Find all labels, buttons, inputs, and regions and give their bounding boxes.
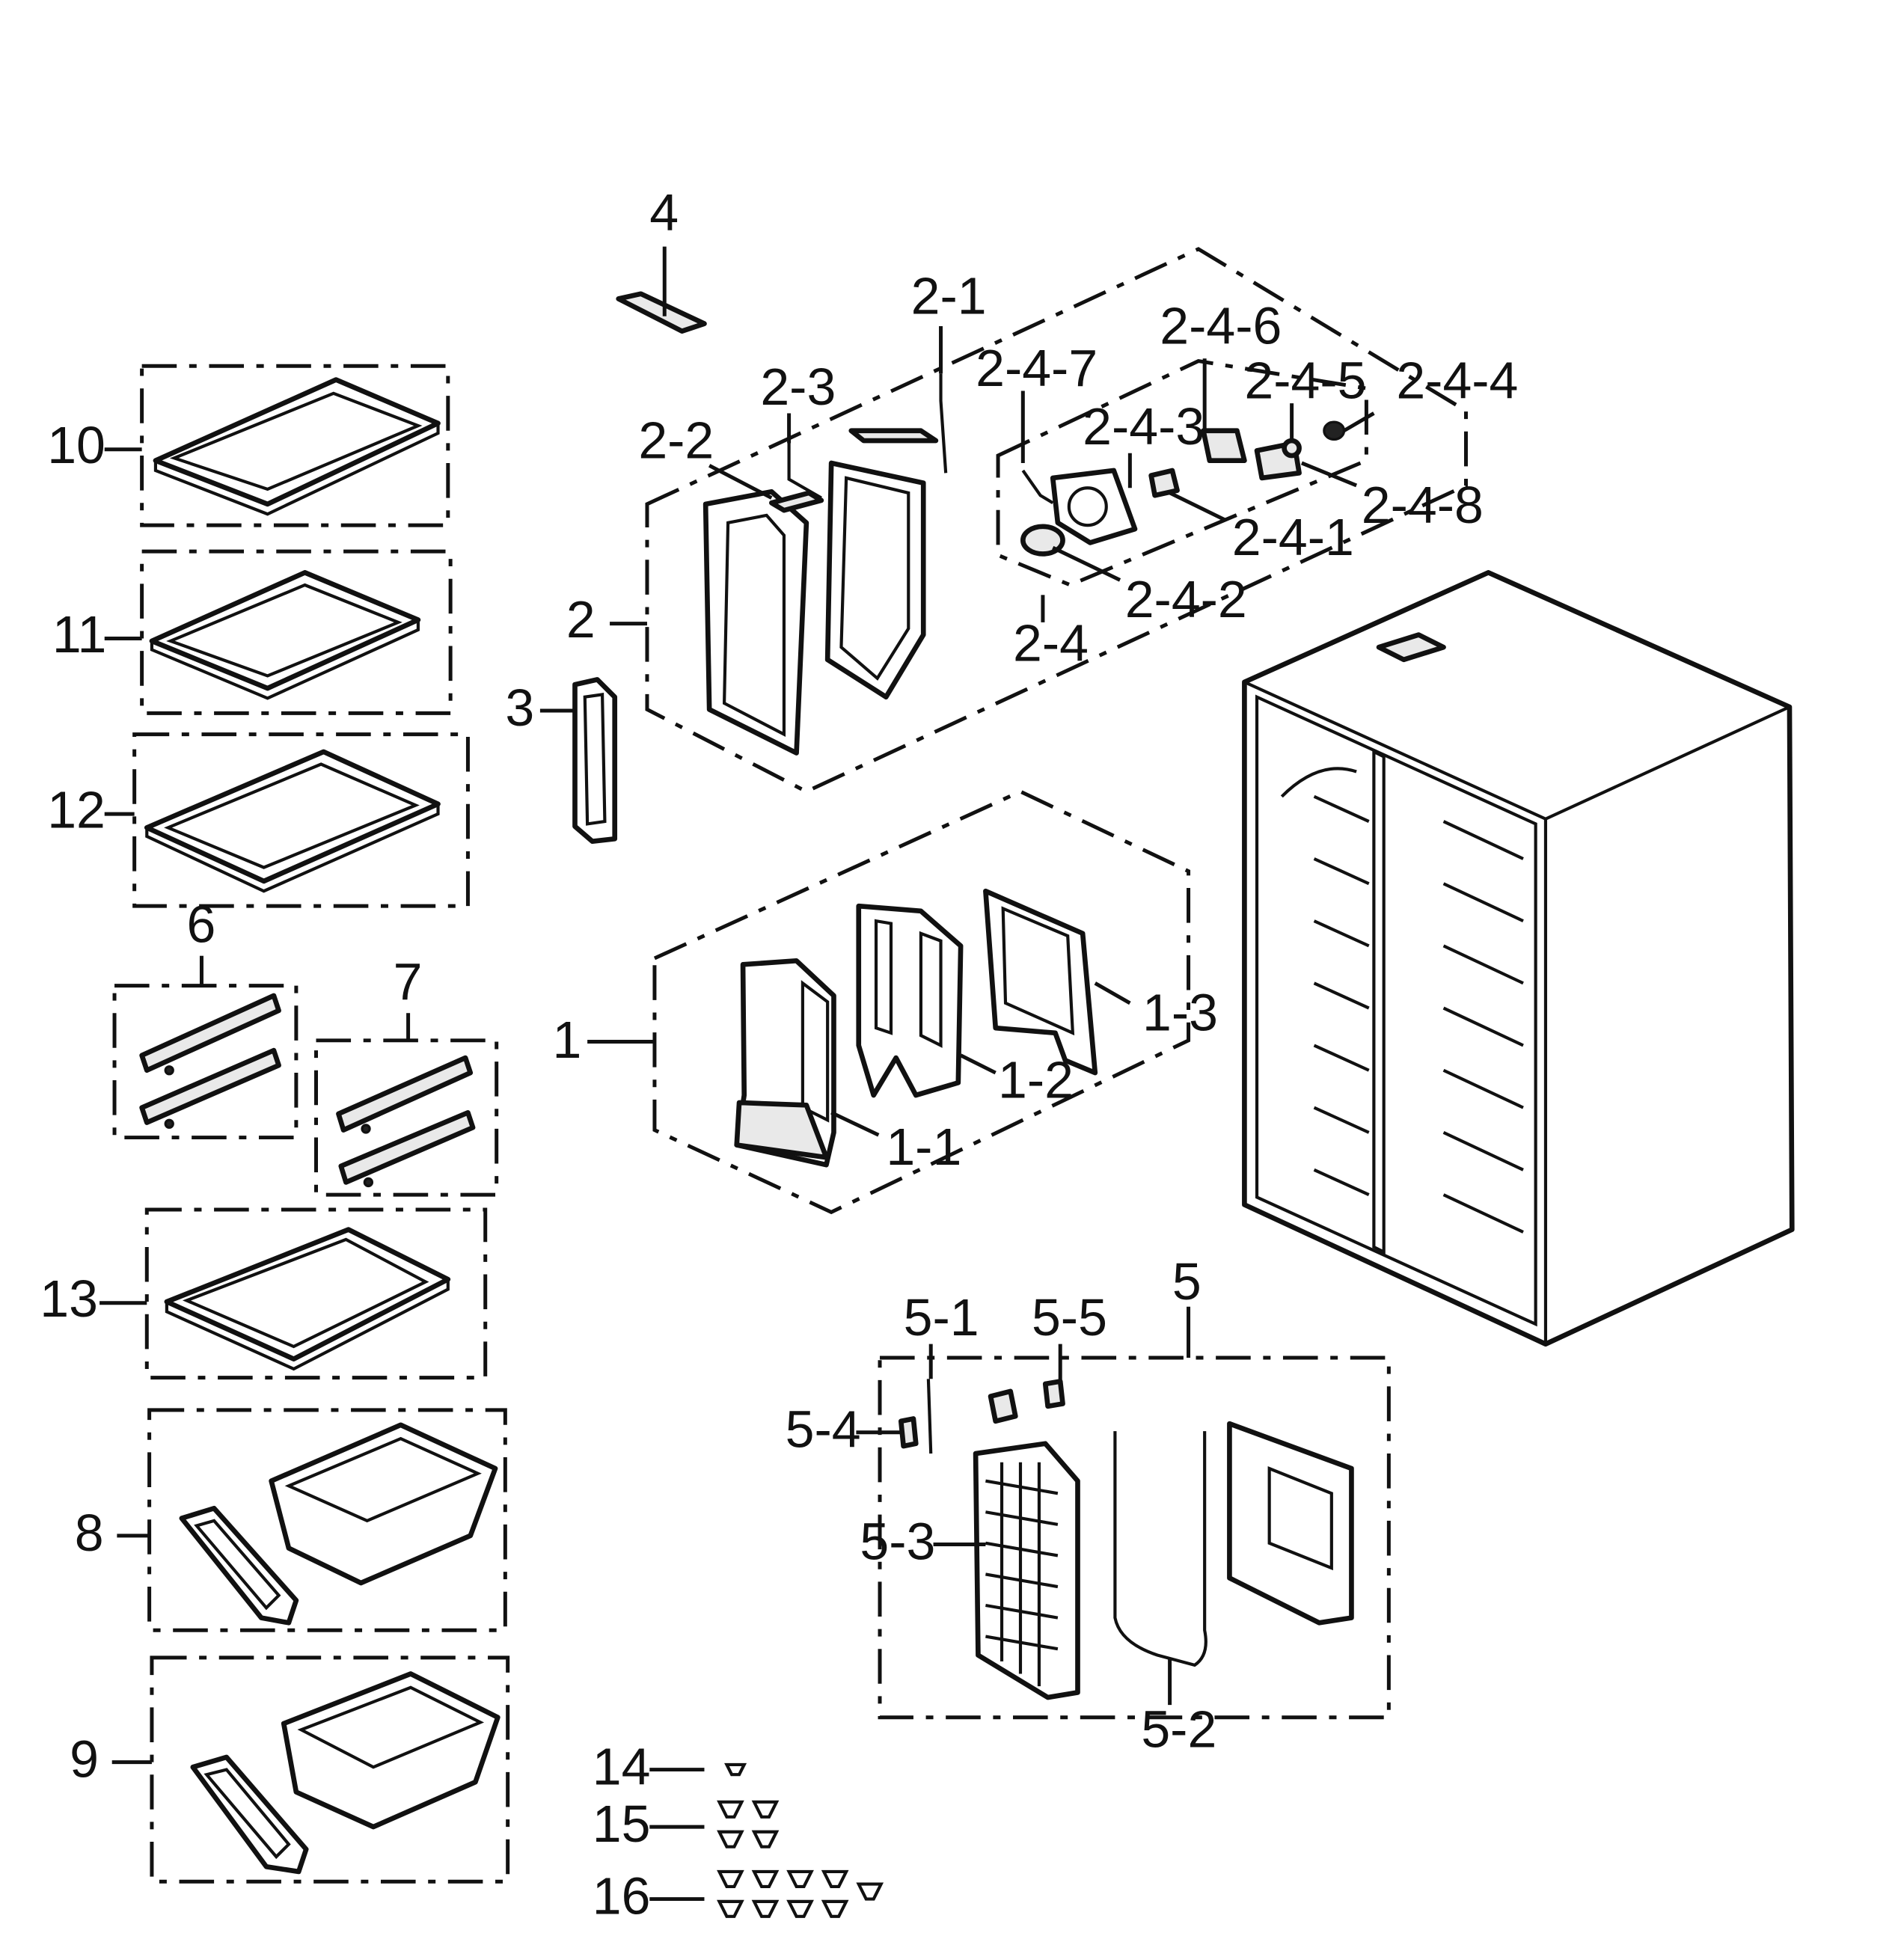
label-2-2: 2-2 [638,411,714,469]
screw-14 [724,1762,747,1777]
label-2-4-6: 2-4-6 [1160,296,1282,355]
label-12: 12 [47,780,105,839]
label-7: 7 [394,952,423,1011]
label-11: 11 [52,605,107,664]
label-15: 15 [593,1795,651,1853]
rail-6-group: 6 [112,895,299,1140]
label-2-4-5: 2-4-5 [1244,352,1366,410]
label-5-3: 5-3 [860,1512,935,1570]
label-13: 13 [40,1269,98,1328]
label-2-4-4: 2-4-4 [1396,352,1518,410]
label-1-3: 1-3 [1142,984,1218,1042]
label-10: 10 [47,416,105,474]
drawer-9-group: 9 [70,1655,510,1884]
label-2-1: 2-1 [911,266,987,325]
drawer-8-group: 8 [75,1408,507,1632]
shelf-12-group: 12 [47,732,470,908]
label-2: 2 [566,590,596,649]
label-5-4: 5-4 [786,1400,861,1459]
label-2-3: 2-3 [760,358,836,416]
label-2-4-7: 2-4-7 [976,339,1098,397]
label-3: 3 [505,679,534,737]
screws-16 [717,1869,884,1918]
screws-group: 14 15 16 [593,1738,884,1926]
refrigerator-cabinet [1242,570,1795,1347]
label-4: 4 [649,183,679,242]
label-16: 16 [593,1867,651,1926]
label-5: 5 [1172,1252,1202,1311]
shelf-11-group: 11 [52,549,453,715]
evaporator-grid [985,1462,1059,1687]
shelf-10-group: 10 [47,364,450,527]
label-5-2: 5-2 [1141,1700,1216,1759]
label-5-5: 5-5 [1032,1288,1107,1347]
cabinet-ribs-left [1313,794,1370,1196]
assembly-5-group: 5 5-1 5-5 5-4 5-3 5-2 [786,1252,1391,1759]
label-9: 9 [70,1730,99,1789]
assembly-2-group: 2 2-2 2-3 2-1 2-4-7 2-4-3 2-4-6 2-4-5 2-… [566,247,1518,794]
label-5-1: 5-1 [904,1288,979,1347]
screws-15 [717,1800,780,1848]
label-1-2: 1-2 [998,1050,1074,1109]
label-2-4: 2-4 [1013,613,1089,672]
label-1-1: 1-1 [886,1118,961,1176]
shelf-13-group: 13 [40,1207,488,1380]
label-1: 1 [553,1011,582,1069]
label-2-4-8: 2-4-8 [1362,476,1484,534]
label-6: 6 [187,895,216,953]
label-2-4-3: 2-4-3 [1083,397,1204,456]
cabinet-ribs-right [1442,820,1524,1234]
label-14: 14 [593,1738,651,1796]
part-4-group: 4 [616,183,707,334]
part-3-group: 3 [505,677,618,844]
rail-7-group: 7 [314,952,499,1197]
label-2-4-1: 2-4-1 [1232,508,1354,566]
assembly-1-group: 1 1-3 1-2 1-1 [553,789,1218,1215]
label-2-4-2: 2-4-2 [1125,570,1247,628]
label-8: 8 [75,1504,104,1562]
